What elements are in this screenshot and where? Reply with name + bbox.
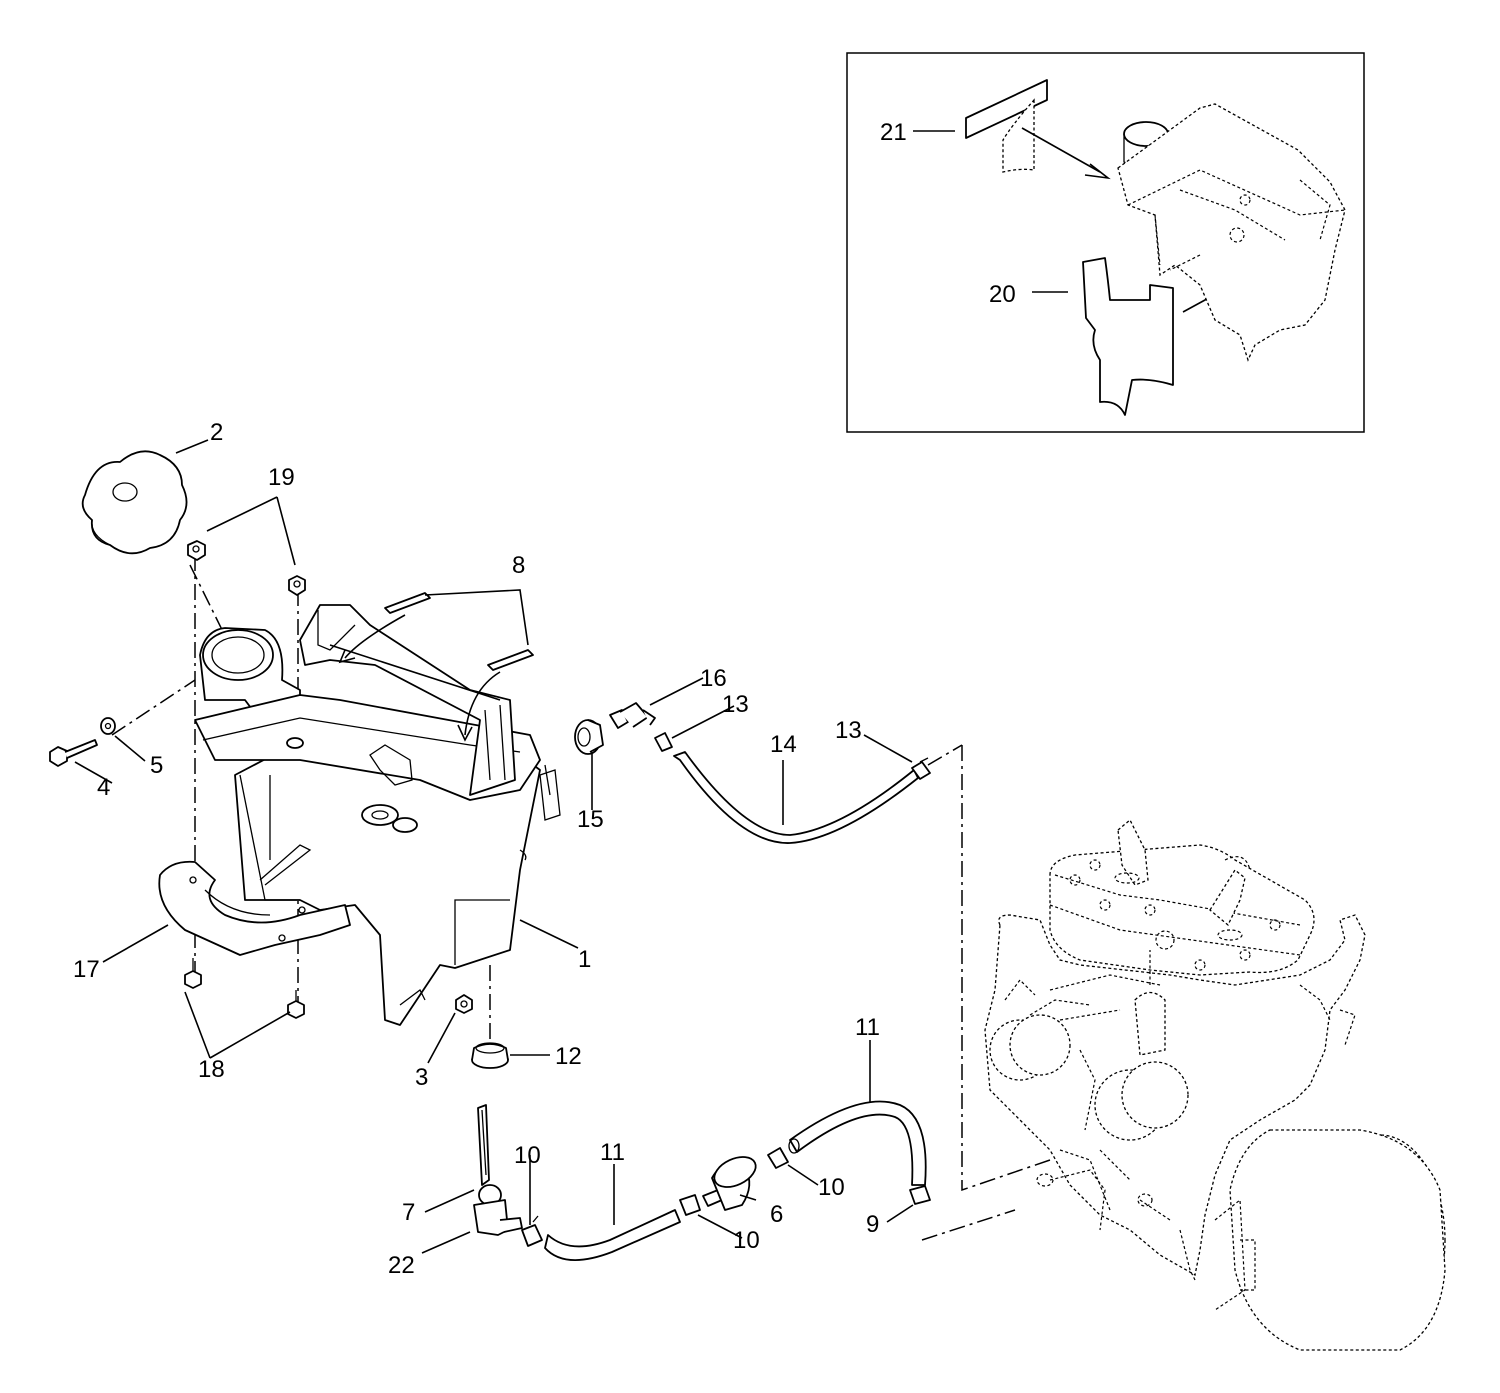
clamp-13-left <box>654 732 673 752</box>
callout-3: 3 <box>415 1064 428 1091</box>
oil-tank <box>194 604 561 1026</box>
callout-10-left: 10 <box>514 1142 541 1169</box>
callout-16: 16 <box>700 665 727 692</box>
callout-labels: 1 2 3 4 5 6 7 8 9 10 10 10 11 11 12 13 1… <box>73 119 1016 1279</box>
decal-8-lower <box>487 649 534 671</box>
bolt-18-right <box>287 990 305 1019</box>
clamp-10-middle <box>679 1194 701 1216</box>
callout-21: 21 <box>880 119 907 146</box>
vent-hose-14 <box>673 751 919 844</box>
callout-10-middle: 10 <box>733 1227 760 1254</box>
bolt-4 <box>49 739 98 767</box>
callout-11-upper: 11 <box>855 1014 880 1041</box>
callout-11-lower: 11 <box>600 1139 625 1166</box>
callout-13-left: 13 <box>722 691 749 718</box>
callout-10-right: 10 <box>818 1174 845 1201</box>
nut-3 <box>455 994 473 1014</box>
inset-frame <box>846 52 1365 433</box>
callout-14: 14 <box>770 731 797 758</box>
callout-2: 2 <box>210 419 223 446</box>
callout-22: 22 <box>388 1252 415 1279</box>
inset-detail <box>846 52 1365 433</box>
callout-6: 6 <box>770 1201 783 1228</box>
decal-8-upper <box>384 592 431 614</box>
decal-21 <box>965 79 1048 173</box>
grommet-15 <box>574 719 604 755</box>
callout-8: 8 <box>512 552 525 579</box>
callout-18: 18 <box>198 1056 225 1083</box>
nut-19-right <box>288 575 306 596</box>
heat-shield <box>158 860 351 956</box>
callout-12: 12 <box>555 1043 582 1070</box>
callout-13-right: 13 <box>835 717 862 744</box>
callout-17: 17 <box>73 956 100 983</box>
clamp-10-right <box>767 1147 789 1169</box>
inline-filter-6 <box>702 1156 757 1211</box>
callout-5: 5 <box>150 752 163 779</box>
engine-ghost <box>984 818 1446 1351</box>
clamp-9 <box>909 1185 931 1205</box>
grommet-12 <box>471 1042 509 1069</box>
callout-1: 1 <box>578 946 591 973</box>
inset-tank <box>1117 103 1346 362</box>
leader-lines <box>74 130 1068 1254</box>
washer-5 <box>100 717 116 735</box>
callout-4: 4 <box>97 774 110 801</box>
decal-20 <box>1082 257 1174 416</box>
callout-9: 9 <box>866 1211 879 1238</box>
clamp-13-right <box>911 757 931 780</box>
clamp-10-left <box>521 1215 543 1247</box>
callout-7: 7 <box>402 1199 415 1226</box>
dipstick-7 <box>477 1104 502 1206</box>
hose-11-lower <box>544 1209 681 1261</box>
nut-19-left <box>187 540 206 561</box>
callout-19: 19 <box>268 464 295 491</box>
filler-cap <box>81 450 188 555</box>
hose-11-upper <box>788 1100 927 1186</box>
tee-fitting-22 <box>473 1199 523 1236</box>
callout-20: 20 <box>989 281 1016 308</box>
bolt-18-left <box>184 958 202 989</box>
elbow-fitting-16 <box>609 702 656 729</box>
callout-15: 15 <box>577 806 604 833</box>
